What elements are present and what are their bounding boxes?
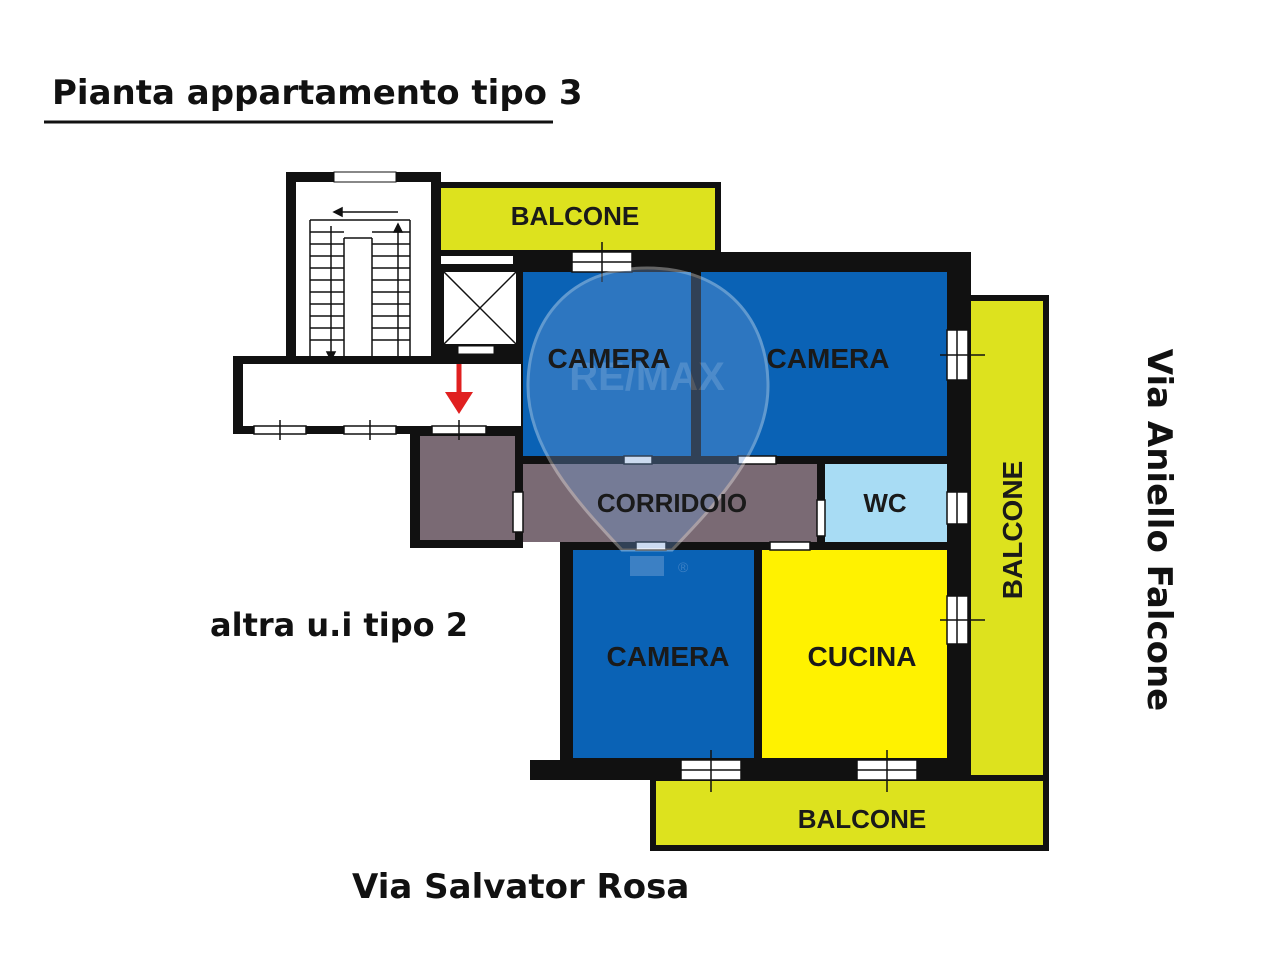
stair-direction-arrows bbox=[325, 206, 404, 362]
stair-top-window bbox=[333, 171, 397, 183]
label-balcone-bottom: BALCONE bbox=[798, 804, 927, 834]
landing bbox=[243, 364, 521, 426]
room-camera-1 bbox=[523, 272, 691, 456]
watermark-registered: ® bbox=[678, 559, 689, 575]
label-balcone-top: BALCONE bbox=[511, 201, 640, 231]
room-corridoio bbox=[523, 464, 817, 542]
room-wc bbox=[825, 464, 947, 542]
windows bbox=[253, 242, 985, 792]
room-camera-2 bbox=[701, 272, 947, 456]
watermark-brand: RE/MAX bbox=[569, 355, 725, 399]
label-neighbor-unit: altra u.i tipo 2 bbox=[210, 606, 468, 644]
elevator-cross-2 bbox=[443, 271, 517, 345]
bottom-wall-extension bbox=[530, 760, 570, 780]
remax-watermark: RE/MAX ® bbox=[526, 266, 770, 576]
stairs bbox=[309, 219, 411, 362]
label-camera-2: CAMERA bbox=[767, 343, 890, 374]
label-camera-1: CAMERA bbox=[548, 343, 671, 374]
label-cucina: CUCINA bbox=[808, 641, 917, 672]
entrance-arrow-icon bbox=[445, 364, 473, 414]
plan-title: Pianta appartamento tipo 3 bbox=[52, 73, 583, 113]
entrance-hall bbox=[420, 436, 515, 540]
label-balcone-right: BALCONE bbox=[997, 461, 1028, 599]
elevator-door bbox=[457, 345, 495, 355]
label-wc: WC bbox=[863, 488, 907, 518]
label-street-bottom: Via Salvator Rosa bbox=[352, 867, 689, 907]
label-street-right: Via Aniello Falcone bbox=[1139, 349, 1179, 712]
label-corridoio: CORRIDOIO bbox=[597, 488, 747, 518]
room-cucina bbox=[762, 550, 947, 758]
room-camera-3 bbox=[573, 550, 754, 758]
label-camera-3: CAMERA bbox=[607, 641, 730, 672]
